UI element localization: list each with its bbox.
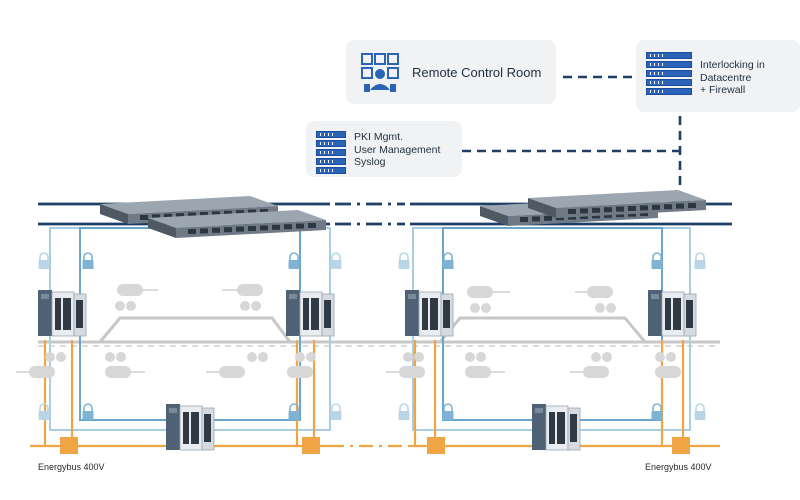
- interlocking-card: Interlocking in Datacentre + Firewall: [636, 40, 800, 112]
- server-rack-icon: [646, 52, 692, 95]
- management-links: [462, 75, 682, 195]
- pki-card: PKI Mgmt. User Management Syslog: [306, 121, 462, 177]
- energybus-left-label: Energybus 400V: [38, 462, 105, 472]
- remote-control-room-label: Remote Control Room: [412, 65, 542, 80]
- rail-tracks: [38, 316, 720, 344]
- ring-networks: [49, 227, 691, 431]
- interlocking-label: Interlocking in Datacentre + Firewall: [700, 59, 765, 96]
- pki-label: PKI Mgmt. User Management Syslog: [354, 131, 441, 168]
- remote-control-room-card: Remote Control Room: [346, 40, 556, 104]
- server-rack-icon: [316, 131, 346, 174]
- lock-icons: [37, 252, 707, 421]
- backbone-dash-gaps: [335, 202, 405, 226]
- control-room-icon: [361, 53, 399, 92]
- energy-junctions: [60, 437, 690, 454]
- core-switches: [100, 190, 706, 238]
- energybus-right-label: Energybus 400V: [645, 462, 712, 472]
- track-signals: [16, 284, 681, 378]
